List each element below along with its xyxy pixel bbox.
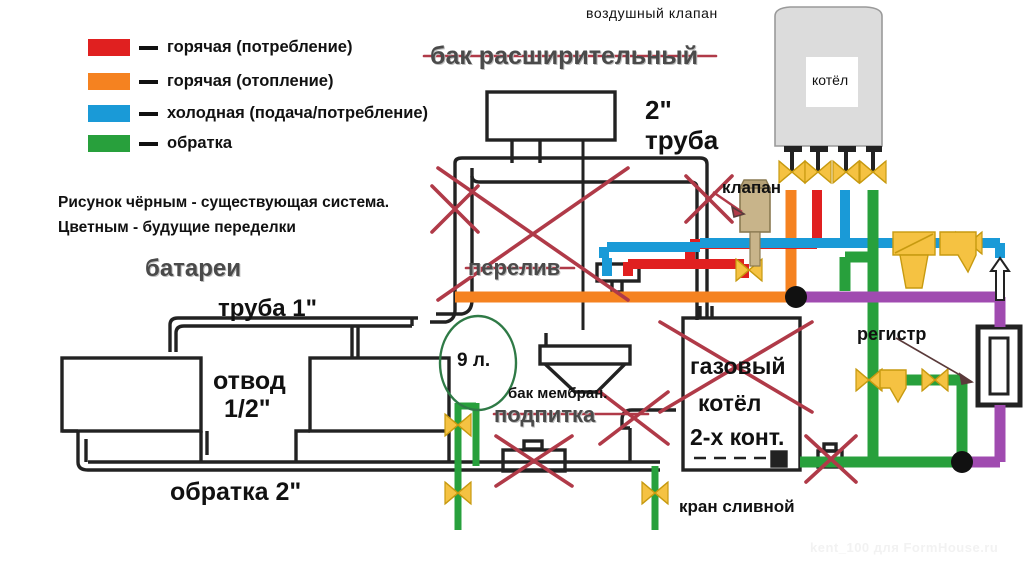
label-branch-size: 1/2" [224,395,271,423]
label-makeup: подпитка [494,402,596,427]
connector-dot-right [951,451,973,473]
legend-row-hot-heating: горячая (отопление) [88,72,333,91]
legend-dash [139,45,158,50]
label-branch: отвод [213,367,286,395]
label-boiler-top: котёл [812,72,849,88]
boiler-indicator [770,450,788,468]
mixer-body [595,262,641,283]
legend-swatch-hot-heating [88,73,130,90]
radiator-right [308,356,451,433]
watermark: kent_100 для FormHouse.ru [810,540,999,555]
arrow-up-outlet [989,256,1011,301]
tee-fitting-bottom [879,369,907,404]
wall-boiler [774,6,883,172]
legend-label-cold-supply: холодная (подача/потребление) [167,104,429,122]
label-expansion-tank: бак расширительный [430,42,698,70]
label-gas-boiler-line3: 2-х конт. [690,424,785,450]
label-gas-boiler-line2: котёл [698,390,762,416]
label-pipe-2in-number: 2" [645,95,672,125]
label-gas-boiler-line1: газовый [690,353,786,379]
strikeout-marks [422,54,858,488]
label-overflow: перелив [468,255,561,280]
note-line-1: Рисунок чёрным - существующая система. [58,194,390,211]
tee-fitting-top [939,231,977,274]
note-line-2: Цветным - будущие переделки [58,219,296,236]
label-tank-volume: 9 л. [457,350,491,371]
label-return-2in: обратка 2" [170,478,302,506]
legend-label-hot-consumption: горячая (потребление) [167,38,353,56]
legend-label-return: обратка [167,134,233,152]
vessel-top [538,344,632,366]
legend-swatch-return [88,135,130,152]
check-valve-symbol [738,179,772,267]
label-pipe-2in-word: труба [645,125,719,155]
filter-strainer [892,231,936,289]
pointer-arrows [712,191,975,385]
pipe-return [800,190,968,468]
label-register: регистр [857,324,927,344]
legend-row-cold-supply: холодная (подача/потребление) [88,104,428,123]
connector-dot-left [785,286,807,308]
old-valve-stem [522,439,544,451]
label-pipe-1in: труба 1" [218,295,318,322]
legend-swatch-cold-supply [88,105,130,122]
legend-dash [139,79,158,84]
gas-boiler-body [681,316,802,472]
membrane-tank-9l [438,314,518,412]
legend-dash [139,111,158,116]
legend-row-hot-consumption: горячая (потребление) [88,38,352,57]
label-membrane-tank: бак мембран. [508,385,608,402]
label-air-valve: воздушный клапан [586,5,718,21]
legend-label-hot-heating: горячая (отопление) [167,72,334,90]
label-valve: клапан [722,178,781,197]
label-batteries: батареи [145,255,242,282]
legend-row-return: обратка [88,134,232,153]
legend-swatch-hot-consumption [88,39,130,56]
radiator-left [60,356,203,433]
label-drain-valve: кран сливной [679,497,795,516]
expansion-tank-body [485,90,617,142]
legend-dash [139,141,158,146]
